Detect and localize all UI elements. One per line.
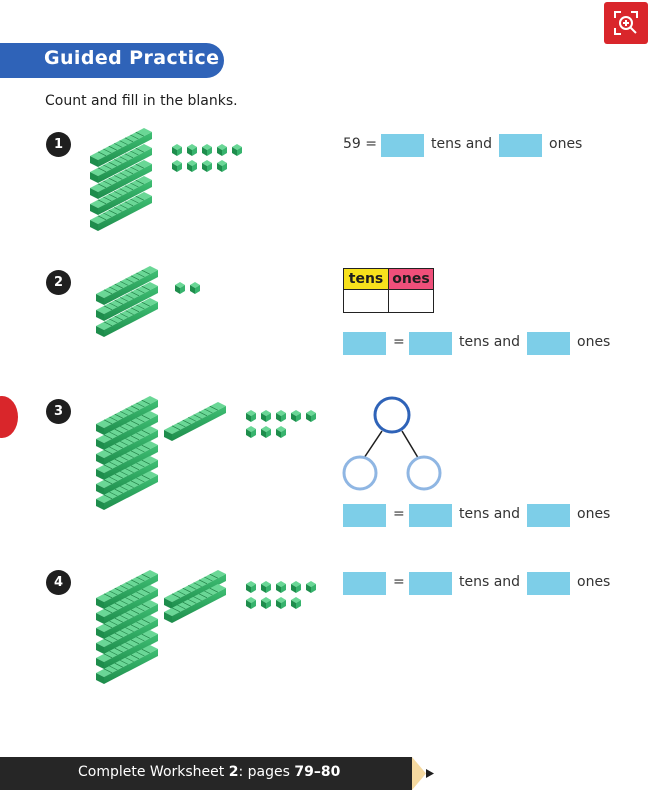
tens-answer-blank[interactable]	[409, 332, 452, 355]
footer-worksheet-reference: Complete Worksheet 2: pages 79–80	[78, 764, 340, 780]
ones-header: ones	[388, 268, 434, 290]
tens-header: tens	[343, 268, 389, 290]
footer-mid: : pages	[238, 764, 295, 780]
place-value-table: tens ones	[343, 268, 434, 313]
equation-q1: 59 =	[343, 136, 377, 152]
tens-answer-blank[interactable]	[409, 572, 452, 595]
tens-rods-q2	[95, 265, 159, 338]
instruction-text: Count and fill in the blanks.	[45, 93, 238, 109]
question-number-2: 2	[46, 270, 71, 295]
number-bond-diagram	[342, 396, 442, 491]
worksheet-pages: 79–80	[294, 764, 341, 780]
equals-sign: =	[393, 506, 405, 522]
tens-answer-blank[interactable]	[381, 134, 424, 157]
whole-circle[interactable]	[373, 396, 411, 434]
ones-cell[interactable]	[388, 289, 434, 313]
part-circle-right[interactable]	[406, 455, 442, 491]
given-number: 59	[343, 136, 361, 152]
ones-cubes-q2	[175, 282, 200, 294]
ones-answer-blank[interactable]	[527, 504, 570, 527]
tens-and-label: tens and	[459, 334, 521, 350]
section-header-banner	[0, 43, 224, 78]
tens-rod	[163, 401, 227, 442]
tens-cell[interactable]	[343, 289, 389, 313]
footer-prefix: Complete Worksheet	[78, 764, 229, 780]
ones-answer-blank[interactable]	[499, 134, 542, 157]
question-number-1: 1	[46, 132, 71, 157]
number-answer-blank[interactable]	[343, 504, 386, 527]
worksheet-number: 2	[228, 764, 239, 780]
equals-sign: =	[393, 574, 405, 590]
tens-rods-q1	[89, 127, 153, 232]
ones-answer-blank[interactable]	[527, 332, 570, 355]
ones-cubes-q1	[172, 144, 242, 172]
section-title: Guided Practice	[44, 47, 220, 69]
part-circle-left[interactable]	[342, 455, 378, 491]
question-number-4: 4	[46, 570, 71, 595]
ones-label: ones	[577, 334, 611, 350]
tens-and-label: tens and	[431, 136, 493, 152]
equals-sign: =	[393, 334, 405, 350]
number-answer-blank[interactable]	[343, 332, 386, 355]
tens-rods-q4	[95, 569, 227, 685]
tens-and-label: tens and	[459, 574, 521, 590]
number-answer-blank[interactable]	[343, 572, 386, 595]
footer-bar	[0, 757, 412, 790]
ones-label: ones	[577, 574, 611, 590]
tens-and-label: tens and	[459, 506, 521, 522]
ones-label: ones	[549, 136, 583, 152]
ones-cubes-q4	[246, 581, 316, 609]
equals-sign: =	[365, 136, 378, 152]
question-number-3: 3	[46, 399, 71, 424]
side-tab[interactable]	[0, 396, 18, 438]
ones-answer-blank[interactable]	[527, 572, 570, 595]
ones-label: ones	[577, 506, 611, 522]
ones-cubes-q3	[246, 410, 316, 438]
tens-answer-blank[interactable]	[409, 504, 452, 527]
zoom-button[interactable]	[604, 2, 648, 44]
zoom-in-icon	[614, 11, 638, 35]
play-arrow-icon	[412, 757, 434, 790]
tens-rods-q3	[95, 395, 227, 511]
